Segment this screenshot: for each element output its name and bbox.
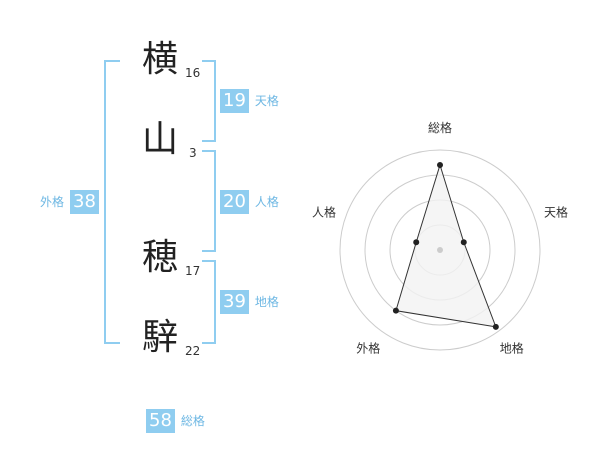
radar-axis-label-3: 地格 (500, 341, 524, 356)
stroke-count-3: 17 (185, 264, 201, 278)
soukaku-value: 58 (146, 409, 175, 433)
jinkaku-score: 20 人格 (220, 190, 279, 214)
radar-point-3 (492, 323, 499, 330)
gaikaku-label: 外格 (40, 195, 65, 209)
jinkaku-value: 20 (220, 190, 249, 214)
chikaku-bracket (202, 260, 216, 344)
stroke-count-1: 16 (185, 66, 201, 80)
gaikaku-value: 38 (70, 190, 99, 214)
radar-point-2 (460, 239, 467, 246)
gaikaku-score: 外格 38 (40, 190, 99, 214)
chikaku-value: 39 (220, 290, 249, 314)
chikaku-label: 地格 (254, 295, 279, 309)
name-char-1: 横 (142, 39, 179, 80)
name-char-3: 穂 (142, 237, 179, 278)
radar-axis-label-5: 人格 (312, 204, 336, 219)
radar-axis-label-4: 外格 (356, 341, 380, 356)
tenkaku-score: 19 天格 (220, 89, 279, 113)
soukaku-score: 58 総格 (146, 409, 205, 433)
radar-point-1 (437, 162, 443, 168)
jinkaku-label: 人格 (254, 195, 279, 209)
radar-center-point (437, 247, 443, 253)
radar-point-5 (413, 239, 420, 246)
chikaku-score: 39 地格 (220, 290, 279, 314)
radar-point-4 (392, 307, 399, 314)
jinkaku-bracket (202, 150, 216, 252)
tenkaku-bracket (202, 60, 216, 142)
stroke-count-4: 22 (185, 344, 201, 358)
gaikaku-bracket (104, 60, 120, 344)
stroke-count-2: 3 (189, 146, 197, 160)
radar-series-polygon (395, 163, 497, 328)
radar-axis-label-1: 総格 (428, 120, 452, 135)
radar-axis-label-2: 天格 (544, 204, 568, 219)
name-char-4: 騂 (142, 317, 179, 358)
name-char-2: 山 (142, 119, 179, 160)
soukaku-label: 総格 (180, 414, 205, 428)
tenkaku-value: 19 (220, 89, 249, 113)
tenkaku-label: 天格 (254, 94, 279, 108)
radar-grid-ring-4 (339, 149, 541, 351)
